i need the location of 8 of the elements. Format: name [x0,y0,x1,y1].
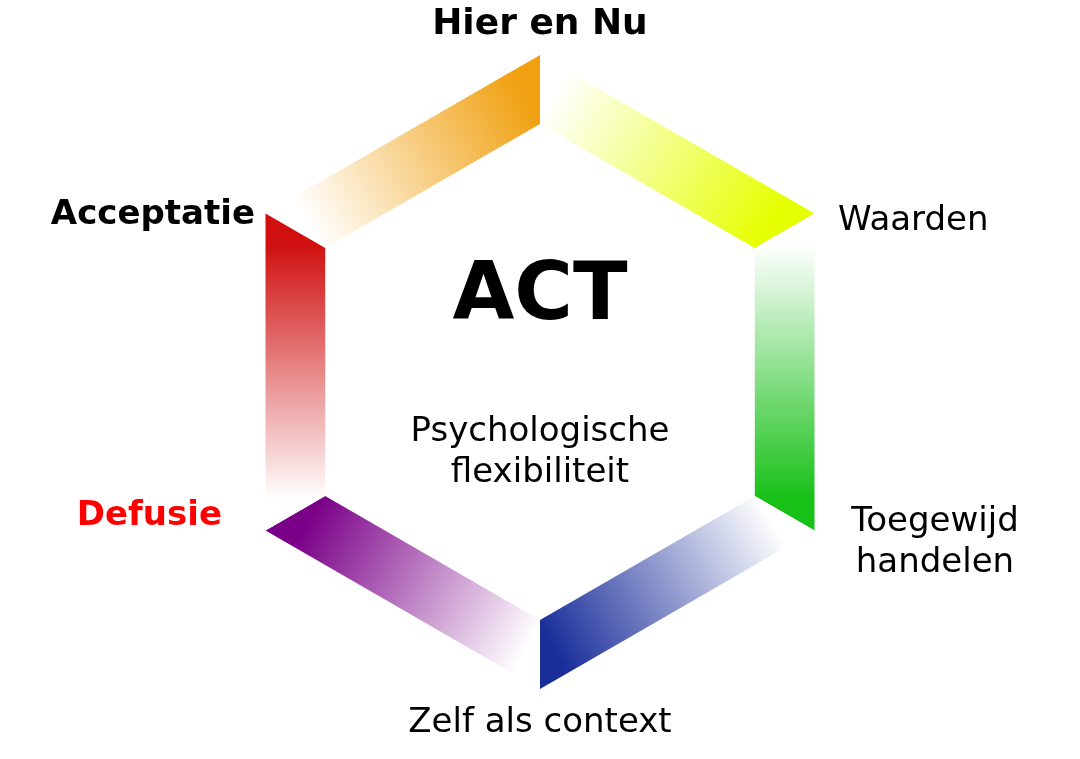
center-subtitle: Psychologische flexibiliteit [409,409,671,491]
label-text: Waarden [838,197,989,239]
heading-label: Hier en Nu [432,0,648,44]
center-title: ACT [452,244,628,340]
label-text: Zelf als context [408,699,672,741]
label-text: Toegewijd handelen [850,499,1020,581]
label-text: Acceptatie [50,191,255,233]
label-text: Defusie [76,492,222,534]
